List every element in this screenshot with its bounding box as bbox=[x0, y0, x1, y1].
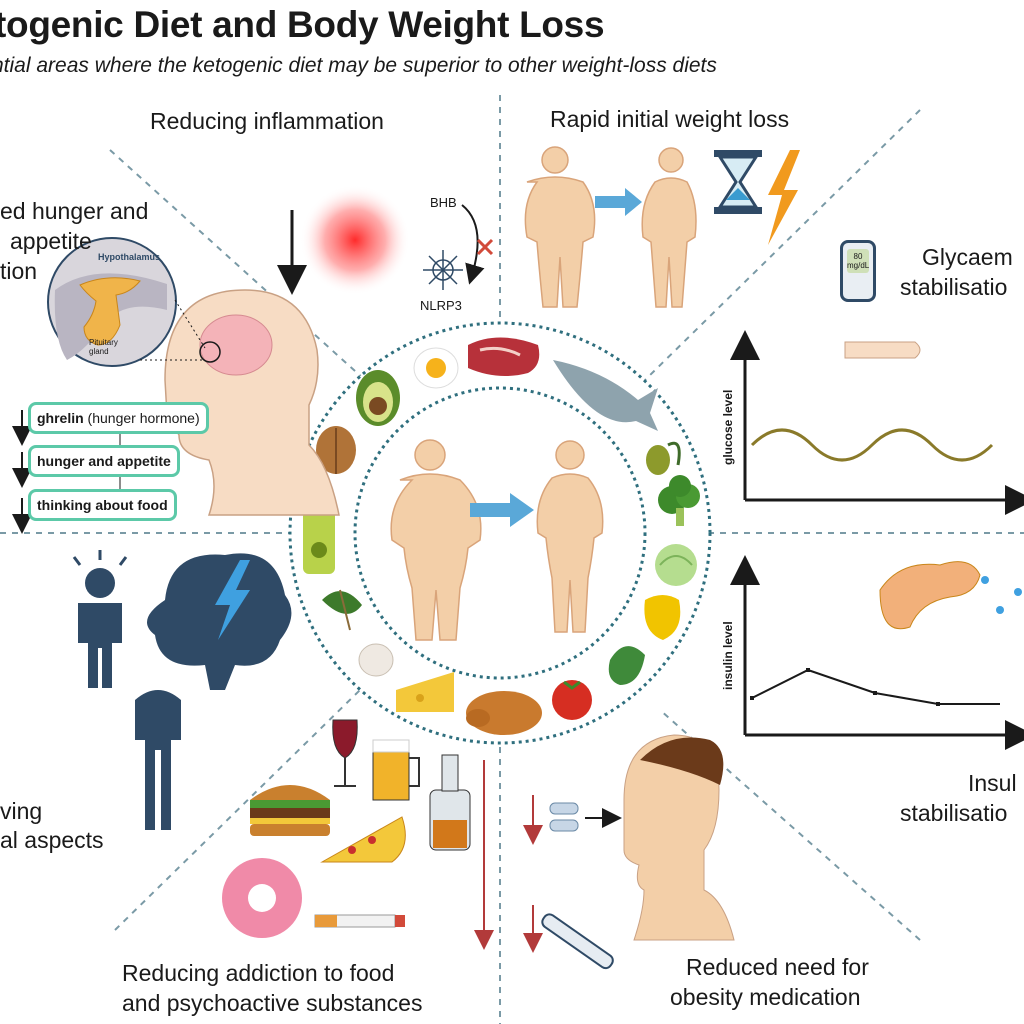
nlrp3-icon bbox=[423, 250, 463, 290]
pills-icon bbox=[549, 802, 579, 832]
avocado-icon bbox=[356, 370, 400, 426]
liquor-bottle-icon bbox=[429, 754, 471, 851]
pill-thinking-food: thinking about food bbox=[28, 489, 177, 521]
egg-icon bbox=[413, 347, 459, 389]
rapid-loss-panel bbox=[524, 146, 800, 308]
page-title: togenic Diet and Body Weight Loss bbox=[0, 4, 605, 45]
walnut-icon bbox=[316, 426, 356, 474]
inflammation-panel bbox=[277, 185, 494, 295]
cigarette-icon bbox=[314, 914, 405, 928]
tomato-icon bbox=[552, 680, 592, 720]
hunger-panel bbox=[12, 237, 340, 534]
nlrp3-label: NLRP3 bbox=[420, 298, 462, 313]
pen-injector-icon bbox=[541, 913, 614, 970]
headache-person-icon bbox=[135, 690, 181, 830]
psych-panel bbox=[72, 550, 292, 830]
stressed-person-icon bbox=[72, 550, 128, 688]
lightning-bolt-icon bbox=[215, 560, 250, 640]
center-food-circle bbox=[288, 321, 712, 745]
woman-before-icon bbox=[524, 146, 596, 308]
center-body-after bbox=[536, 440, 604, 633]
section-inflammation: Reducing inflammation bbox=[150, 108, 384, 134]
glucose-axis-label: glucose level bbox=[721, 389, 735, 465]
hourglass-icon bbox=[714, 150, 762, 214]
glucose-curve bbox=[750, 428, 994, 462]
woman-after-icon bbox=[641, 147, 697, 308]
section-hunger-line3: tion bbox=[0, 258, 38, 284]
section-glycaemic-line2: stabilisatio bbox=[900, 274, 1008, 300]
section-insulin-line1: Insul bbox=[968, 770, 1017, 796]
section-addiction-line2: and psychoactive substances bbox=[122, 990, 423, 1016]
burger-icon bbox=[250, 785, 330, 836]
section-hunger-line1: ed hunger and bbox=[0, 198, 149, 224]
steak-icon bbox=[468, 337, 540, 377]
insulin-panel bbox=[730, 555, 1024, 750]
section-hunger-line2: appetite bbox=[10, 228, 92, 254]
hypothalamus-label: Hypothalamus bbox=[98, 252, 161, 262]
medication-panel bbox=[523, 734, 735, 970]
cabbage-icon bbox=[655, 544, 697, 586]
glycaemic-panel bbox=[730, 330, 1024, 515]
insulin-axis-label: insulin level bbox=[721, 621, 735, 690]
spinach-icon bbox=[322, 589, 362, 631]
section-addiction-line1: Reducing addiction to food bbox=[122, 960, 395, 986]
addiction-panel bbox=[222, 719, 494, 950]
broccoli-icon bbox=[658, 475, 700, 526]
man-head-icon bbox=[623, 734, 735, 941]
pizza-icon bbox=[320, 816, 406, 863]
section-glycaemic-line1: Glycaem bbox=[922, 244, 1013, 270]
section-psych-line1: ving bbox=[0, 798, 43, 824]
wine-glass-icon bbox=[332, 719, 358, 787]
section-medication-line2: obesity medication bbox=[670, 984, 861, 1010]
section-rapid-loss: Rapid initial weight loss bbox=[550, 106, 790, 132]
brain-small-icon bbox=[199, 314, 273, 376]
pepper-icon bbox=[644, 595, 681, 640]
pill-hunger-appetite: hunger and appetite bbox=[28, 445, 180, 477]
finger-icon bbox=[844, 341, 921, 359]
garlic-icon bbox=[358, 643, 394, 677]
olive-icon bbox=[646, 441, 681, 475]
section-medication-line1: Reduced need for bbox=[686, 954, 869, 980]
pill-ghrelin: ghrelin (hunger hormone) bbox=[28, 402, 209, 434]
beer-mug-icon bbox=[372, 739, 420, 801]
pancreas-icon bbox=[879, 561, 981, 630]
page-subtitle: ntial areas where the ketogenic diet may… bbox=[0, 54, 717, 77]
donut-icon bbox=[222, 858, 302, 938]
lettuce-icon bbox=[608, 646, 645, 685]
cross-icon bbox=[476, 238, 494, 256]
lightning-icon bbox=[768, 150, 800, 245]
woman-transition-arrow bbox=[595, 188, 642, 216]
insulin-curve bbox=[751, 668, 1000, 705]
section-insulin-line2: stabilisatio bbox=[900, 800, 1008, 826]
bhb-label: BHB bbox=[430, 195, 457, 210]
section-psych-line2: al aspects bbox=[0, 827, 104, 853]
fish-icon bbox=[553, 360, 658, 431]
cheese-icon bbox=[396, 672, 454, 712]
center-body-before bbox=[390, 439, 482, 641]
chicken-icon bbox=[466, 691, 542, 735]
brain-lightning-icon bbox=[147, 553, 292, 690]
center-transition-arrow bbox=[470, 493, 534, 527]
